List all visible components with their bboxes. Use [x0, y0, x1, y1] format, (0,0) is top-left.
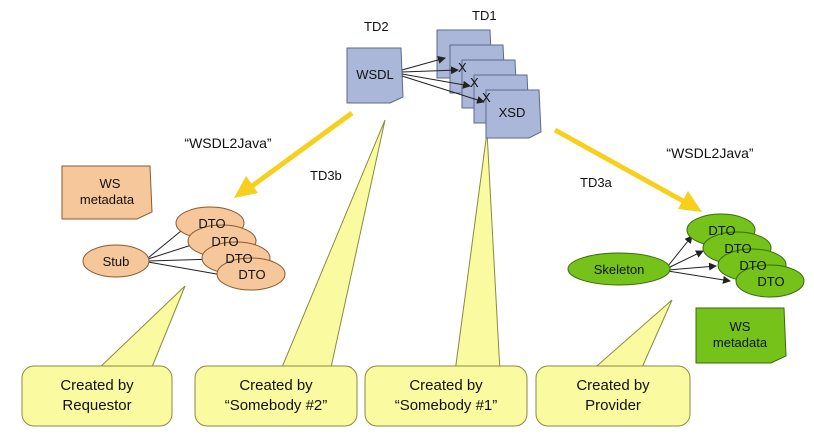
xsd-stack-label-2: X: [458, 60, 467, 75]
xsd-doc-5: [485, 89, 542, 139]
callout-wedge-somebody2: [279, 119, 386, 373]
callout-somebody2: Created by “Somebody #2”: [194, 365, 358, 427]
wsdl2java-right-label: “WSDL2Java”: [666, 145, 753, 161]
callout-somebody1: Created by “Somebody #1”: [364, 365, 528, 427]
requestor-ws-metadata: WS metadata: [61, 165, 153, 220]
skeleton-label: Skeleton: [594, 262, 645, 277]
provider-dto-label-4: DTO: [757, 274, 784, 289]
wsdl2java-arrow-right: [553, 127, 702, 212]
requestor-dto-4: [216, 257, 286, 291]
td3a-label: TD3a: [580, 175, 613, 190]
requestor-dto-label-2: DTO: [211, 234, 238, 249]
xsd-document-stack: X X X XSD: [436, 29, 542, 139]
td1-label: TD1: [472, 8, 497, 23]
callout-somebody2-line2: “Somebody #2”: [225, 397, 328, 414]
requestor-metadata-line1: WS: [100, 176, 121, 191]
requestor-metadata-line2: metadata: [80, 192, 135, 207]
wsdl-label: WSDL: [356, 67, 394, 82]
callout-requestor-line2: Requestor: [62, 397, 131, 414]
callout-wedge-somebody1: [454, 131, 501, 373]
callout-somebody2-line1: Created by: [239, 377, 313, 394]
provider-ws-metadata: WS metadata: [695, 307, 787, 364]
stub-label: Stub: [103, 254, 130, 269]
callout-somebody1-line1: Created by: [409, 377, 483, 394]
requestor-dto-label-1: DTO: [198, 216, 225, 231]
callout-provider-line1: Created by: [576, 377, 650, 394]
stub-node: Stub: [82, 244, 150, 278]
provider-skeleton-links: [667, 235, 731, 284]
callout-wedge-requestor: [93, 285, 186, 373]
wsdl-document: WSDL: [346, 47, 404, 104]
provider-dto-label-3: DTO: [739, 258, 766, 273]
provider-metadata-line2: metadata: [713, 335, 768, 350]
td2-label: TD2: [364, 19, 389, 34]
provider-dto-4: [735, 264, 805, 298]
callout-requestor: Created by Requestor: [21, 365, 173, 427]
wsdl-xsd-links: [401, 56, 485, 104]
provider-dto-label-1: DTO: [708, 223, 735, 238]
provider-metadata-line1: WS: [730, 319, 751, 334]
xsd-doc-label: XSD: [499, 105, 526, 120]
provider-dto-stack: DTO DTO DTO DTO: [686, 213, 805, 298]
requestor-dto-label-4: DTO: [238, 267, 265, 282]
callout-wedge-provider: [588, 299, 673, 373]
requestor-dto-label-3: DTO: [225, 251, 252, 266]
td3b-label: TD3b: [310, 168, 342, 183]
xsd-stack-label-3: X: [470, 75, 479, 90]
wsdl2java-left-label: “WSDL2Java”: [184, 135, 271, 151]
skeleton-node: Skeleton: [567, 252, 671, 286]
callout-provider-line2: Provider: [585, 397, 641, 414]
callout-requestor-line1: Created by: [60, 377, 134, 394]
wsdl2java-arrow-left: [234, 110, 354, 198]
requestor-dto-stack: DTO DTO DTO DTO: [175, 206, 286, 291]
callout-provider: Created by Provider: [535, 365, 691, 427]
xsd-stack-label-4: X: [482, 90, 491, 105]
callout-somebody1-line2: “Somebody #1”: [395, 397, 498, 414]
provider-dto-label-2: DTO: [724, 241, 751, 256]
